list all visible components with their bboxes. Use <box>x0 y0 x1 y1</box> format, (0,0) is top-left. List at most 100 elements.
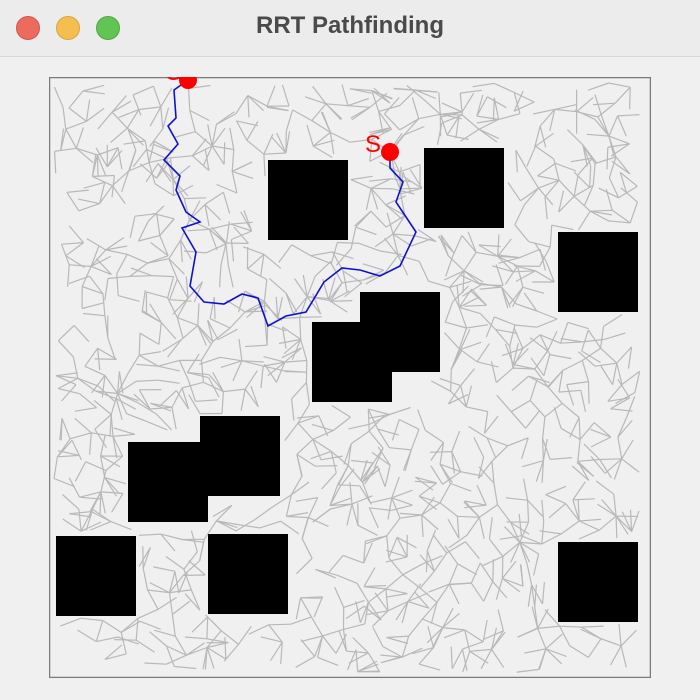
tree-edge <box>348 652 369 664</box>
tree-edge <box>407 583 422 602</box>
tree-edge <box>144 140 150 163</box>
tree-edge <box>149 128 164 147</box>
tree-edge <box>286 512 309 517</box>
tree-edge <box>139 163 157 179</box>
minimize-button[interactable] <box>56 16 80 40</box>
tree-edge <box>263 253 282 269</box>
tree-edge <box>330 131 351 143</box>
tree-edge <box>104 477 118 497</box>
tree-edge <box>464 304 487 307</box>
tree-edge <box>350 138 372 143</box>
tree-edge <box>539 530 562 535</box>
tree-edge <box>541 533 562 545</box>
tree-edge <box>529 400 546 418</box>
tree-edge <box>75 127 84 149</box>
tree-edge <box>616 362 623 385</box>
tree-edge <box>440 234 449 256</box>
tree-edge <box>448 563 459 585</box>
tree-edge <box>297 403 310 424</box>
tree-edge <box>275 296 279 319</box>
tree-edge <box>342 270 348 293</box>
tree-edge <box>167 276 175 298</box>
tree-edge <box>72 356 79 379</box>
tree-edge <box>86 238 107 251</box>
tree-edge <box>479 282 502 288</box>
tree-edge <box>612 362 618 385</box>
tree-edge <box>188 88 191 111</box>
tree-edge <box>483 411 489 434</box>
tree-edge <box>280 642 283 665</box>
tree-edge <box>295 497 318 502</box>
tree-edge <box>241 360 264 363</box>
tree-edge <box>358 242 381 252</box>
tree-edge <box>135 618 139 641</box>
tree-edge <box>212 372 224 392</box>
tree-edge <box>247 95 250 118</box>
tree-edge <box>412 647 434 655</box>
tree-edge <box>57 454 80 458</box>
tree-edge <box>526 169 540 189</box>
tree-edge <box>247 94 268 107</box>
tree-edge <box>482 555 504 567</box>
tree-edge <box>504 265 519 285</box>
tree-edge <box>502 577 521 593</box>
tree-edge <box>367 409 370 432</box>
tree-edge <box>410 429 420 451</box>
tree-edge <box>429 451 452 453</box>
tree-edge <box>372 626 384 647</box>
tree-edge <box>227 265 234 288</box>
tree-edge <box>269 641 283 662</box>
tree-edge <box>578 417 581 440</box>
title-bar: RRT Pathfinding <box>0 0 700 57</box>
tree-edge <box>547 330 558 352</box>
tree-edge <box>378 111 384 134</box>
tree-edge <box>244 304 267 313</box>
tree-edge <box>461 284 482 297</box>
tree-edge <box>175 390 190 410</box>
tree-edge <box>91 375 106 394</box>
tree-edge <box>312 86 327 105</box>
tree-edge <box>423 99 441 115</box>
tree-edge <box>501 347 523 357</box>
tree-edge <box>594 156 617 165</box>
tree-edge <box>180 219 191 241</box>
tree-edge <box>397 255 409 276</box>
tree-edge <box>545 633 563 650</box>
tree-edge <box>96 154 107 176</box>
tree-edge <box>351 503 359 526</box>
tree-edge <box>83 181 105 189</box>
tree-edge <box>418 113 441 120</box>
tree-edge <box>215 504 233 522</box>
tree-edge <box>216 111 235 125</box>
tree-edge <box>539 334 551 355</box>
tree-edge <box>401 635 410 658</box>
tree-edge <box>560 338 583 343</box>
tree-edge <box>626 396 636 418</box>
tree-edge <box>220 243 227 266</box>
tree-edge <box>456 285 460 308</box>
tree-edge <box>264 322 287 332</box>
tree-edge <box>78 509 82 532</box>
tree-edge <box>342 629 348 652</box>
tree-edge <box>578 529 600 540</box>
tree-edge <box>543 354 551 376</box>
tree-edge <box>294 278 308 298</box>
tree-edge <box>189 203 206 221</box>
rrt-tree <box>53 82 641 673</box>
tree-edge <box>544 609 561 627</box>
tree-edge <box>136 363 159 367</box>
tree-edge <box>417 228 437 243</box>
obstacles <box>56 148 638 622</box>
tree-edge <box>399 166 402 189</box>
tree-edge <box>499 535 522 540</box>
tree-edge <box>559 625 571 647</box>
tree-edge <box>615 516 618 539</box>
tree-edge <box>69 513 92 518</box>
tree-edge <box>312 430 334 440</box>
close-button[interactable] <box>16 16 40 40</box>
tree-edge <box>79 393 97 409</box>
tree-edge <box>368 178 391 182</box>
tree-edge <box>385 214 406 228</box>
tree-edge <box>296 454 303 477</box>
maximize-button[interactable] <box>96 16 120 40</box>
